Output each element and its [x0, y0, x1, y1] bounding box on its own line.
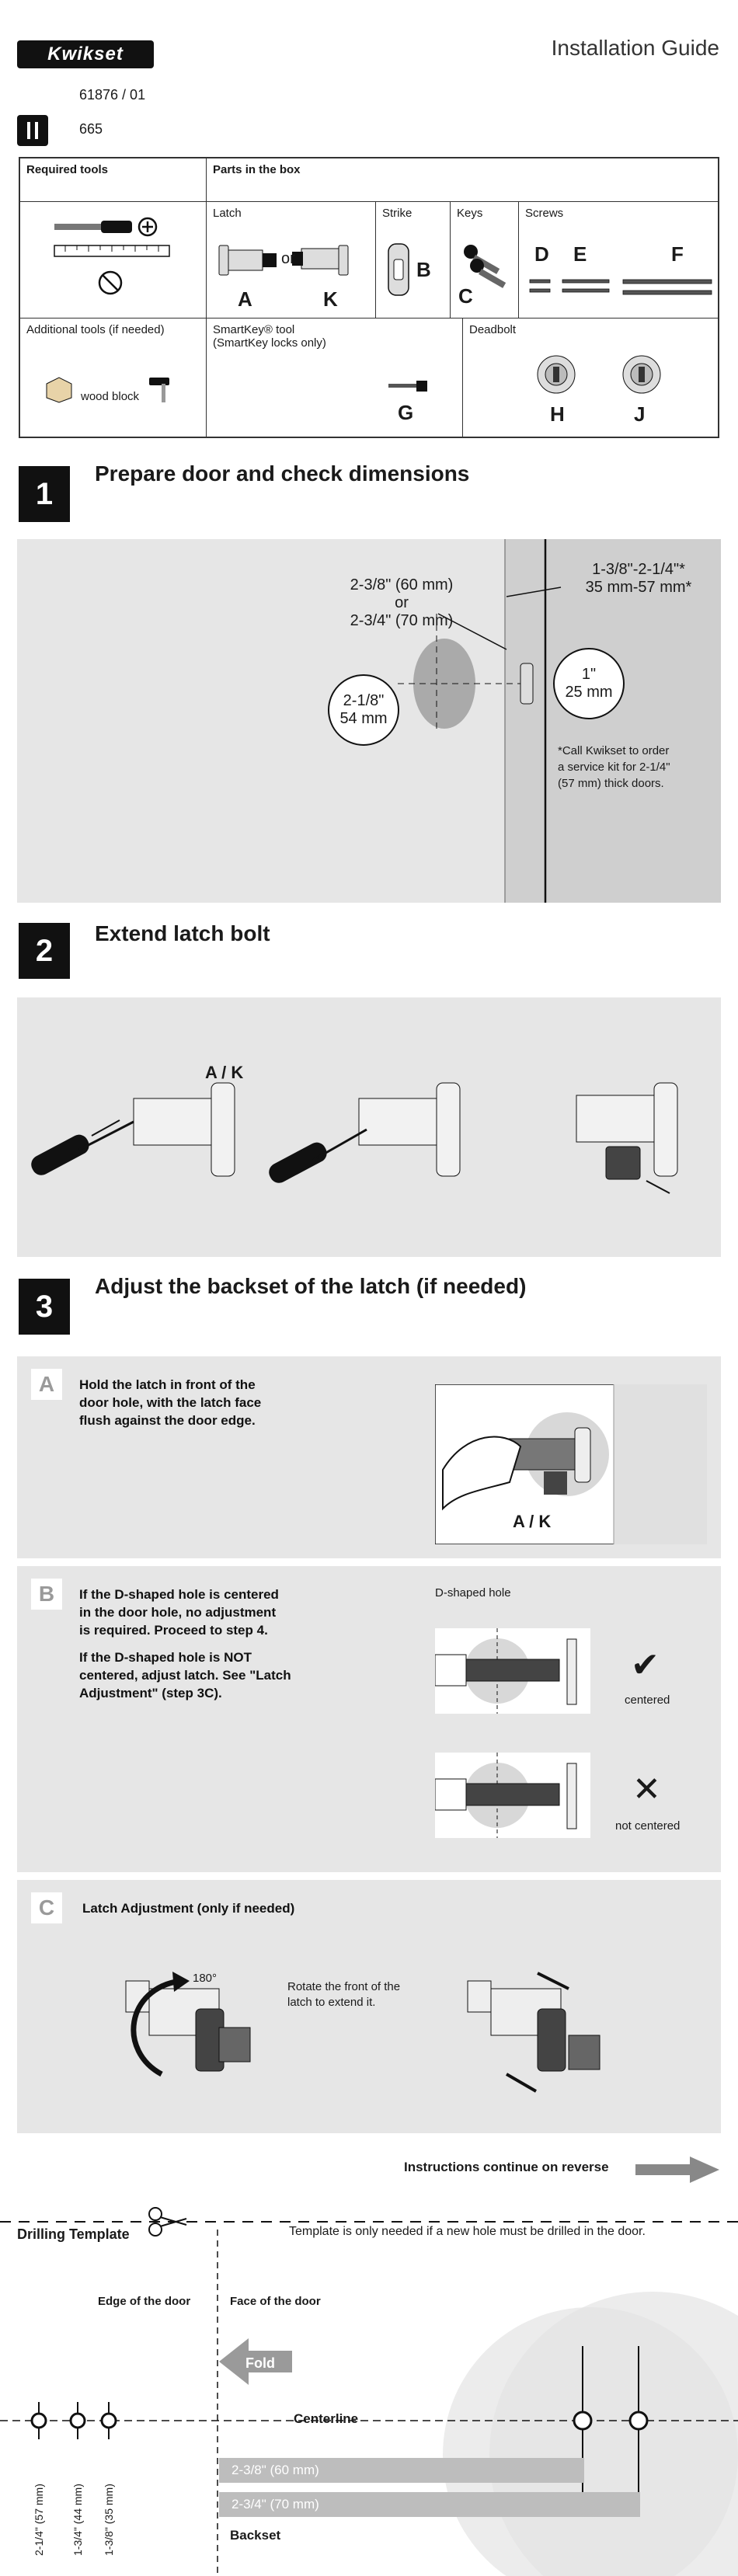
- step-3c-panel: C Latch Adjustment (only if needed) 180°…: [17, 1880, 721, 2133]
- backset-70-bar: 2-3/4" (70 mm): [219, 2492, 640, 2517]
- screws-illustration: [529, 279, 712, 295]
- finish-code: 665: [79, 121, 103, 137]
- rotation-degrees: 180°: [193, 1972, 218, 1985]
- step-3c-label: C: [31, 1892, 62, 1923]
- check-icon: ✔: [631, 1646, 660, 1684]
- part-letter-j: J: [634, 402, 646, 426]
- d-shaped-hole-label: D-shaped hole: [435, 1586, 511, 1600]
- smartkey-tool-icon: [388, 381, 427, 392]
- step-3-title: Adjust the backset of the latch (if need…: [95, 1274, 527, 1298]
- step-3a-latch-label: A / K: [513, 1512, 552, 1531]
- thickness-35-label: 1-3/8" (35 mm): [103, 2484, 115, 2556]
- smartkey-tool-cell: SmartKey® tool (SmartKey locks only) G: [207, 319, 463, 438]
- hold-latch-illustration: [435, 1384, 707, 1544]
- edge-of-door-label: Edge of the door: [98, 2295, 191, 2308]
- step-2-number: 2: [19, 923, 70, 979]
- thickness-44-label: 1-3/4" (44 mm): [71, 2484, 84, 2556]
- not-centered-latch-illustration: [435, 1753, 590, 1838]
- wood-block-label: wood block: [81, 390, 140, 403]
- centered-latch-illustration: [435, 1628, 590, 1714]
- kwikset-logo: Kwikset: [17, 40, 154, 68]
- screws-cell: Screws D E F: [519, 202, 719, 319]
- door-thickness-dimensions: 1-3/8"-2-1/4"* 35 mm-57 mm*: [585, 561, 692, 596]
- part-letter-b: B: [416, 258, 431, 281]
- step-1-number: 1: [19, 466, 70, 522]
- part-letter-k: K: [323, 287, 338, 311]
- rotate-latch-illustration: [125, 1972, 251, 2077]
- service-kit-note: *Call Kwikset to order a service kit for…: [558, 744, 670, 790]
- step-2-panel: A / K: [17, 997, 721, 1257]
- part-letter-c: C: [458, 284, 473, 308]
- no-drill-icon: [98, 270, 123, 295]
- required-tools-cell: [20, 202, 207, 319]
- extend-latch-illustration: [31, 1082, 678, 1194]
- strike-illustration: [388, 243, 409, 296]
- step-1-title: Prepare door and check dimensions: [95, 461, 470, 486]
- face-of-door-label: Face of the door: [230, 2295, 321, 2308]
- edge-bore-circle: 1"25 mm: [553, 648, 625, 719]
- latch-type-label: A / K: [205, 1063, 244, 1082]
- extended-latch-illustration: [467, 1972, 600, 2093]
- latch-or: or: [281, 250, 295, 267]
- phillips-icon: [138, 217, 158, 237]
- latch-illustration: [218, 245, 349, 276]
- parts-header: Parts in the box: [207, 158, 719, 202]
- door-diagram: [398, 539, 721, 903]
- finish-icon: [17, 115, 48, 146]
- guide-title: Installation Guide: [551, 36, 719, 60]
- drilling-template-title: Drilling Template: [17, 2226, 130, 2242]
- step-3c-title: Latch Adjustment (only if needed): [82, 1901, 295, 1916]
- tools-illustration: [54, 217, 170, 295]
- step-3-number: 3: [19, 1279, 70, 1335]
- part-letter-a: A: [238, 287, 252, 311]
- model-number: 61876 / 01: [79, 87, 146, 103]
- backset-label: Backset: [230, 2528, 281, 2543]
- backset-60-bar: 2-3/8" (60 mm): [219, 2458, 584, 2483]
- x-icon: ✕: [632, 1770, 661, 1808]
- step-1-panel: 2-3/8" (60 mm) or 2-3/4" (70 mm) 1-3/8"-…: [17, 539, 721, 903]
- continue-arrow-icon: [635, 2157, 719, 2183]
- thickness-57-label: 2-1/4" (57 mm): [33, 2484, 45, 2556]
- part-letter-d: D: [534, 242, 549, 266]
- backset-dimensions: 2-3/8" (60 mm) or 2-3/4" (70 mm): [350, 576, 454, 629]
- hammer-icon: [149, 378, 169, 402]
- keys-illustration: [464, 245, 507, 288]
- part-letter-f: F: [671, 242, 684, 266]
- bore-size-circle: 2-1/8"54 mm: [328, 674, 399, 746]
- parts-table: Required tools Parts in the box Latch A …: [19, 157, 719, 438]
- part-letter-e: E: [573, 242, 587, 266]
- drilling-template-note: Template is only needed if a new hole mu…: [289, 2225, 646, 2238]
- wood-block-icon: [46, 377, 72, 403]
- step-3b-label: B: [31, 1579, 62, 1610]
- keys-cell: Keys C: [451, 202, 519, 319]
- part-letter-g: G: [398, 401, 414, 424]
- fold-label: Fold: [245, 2355, 275, 2371]
- part-letter-h: H: [550, 402, 565, 426]
- latch-cell: Latch A or K: [207, 202, 376, 319]
- required-tools-header: Required tools: [20, 158, 207, 202]
- deadbolt-illustration: [537, 355, 661, 394]
- strike-cell: Strike B: [376, 202, 451, 319]
- step-2-title: Extend latch bolt: [95, 921, 270, 945]
- centerline-label: Centerline: [294, 2411, 359, 2426]
- deadbolt-cell: Deadbolt H J: [463, 319, 719, 438]
- continue-on-reverse: Instructions continue on reverse: [404, 2160, 609, 2174]
- step-3a-label: A: [31, 1369, 62, 1400]
- additional-tools-cell: Additional tools (if needed) wood block: [20, 319, 207, 438]
- brand-name: Kwikset: [47, 44, 124, 64]
- centered-label: centered: [625, 1694, 670, 1707]
- not-centered-label: not centered: [615, 1819, 681, 1833]
